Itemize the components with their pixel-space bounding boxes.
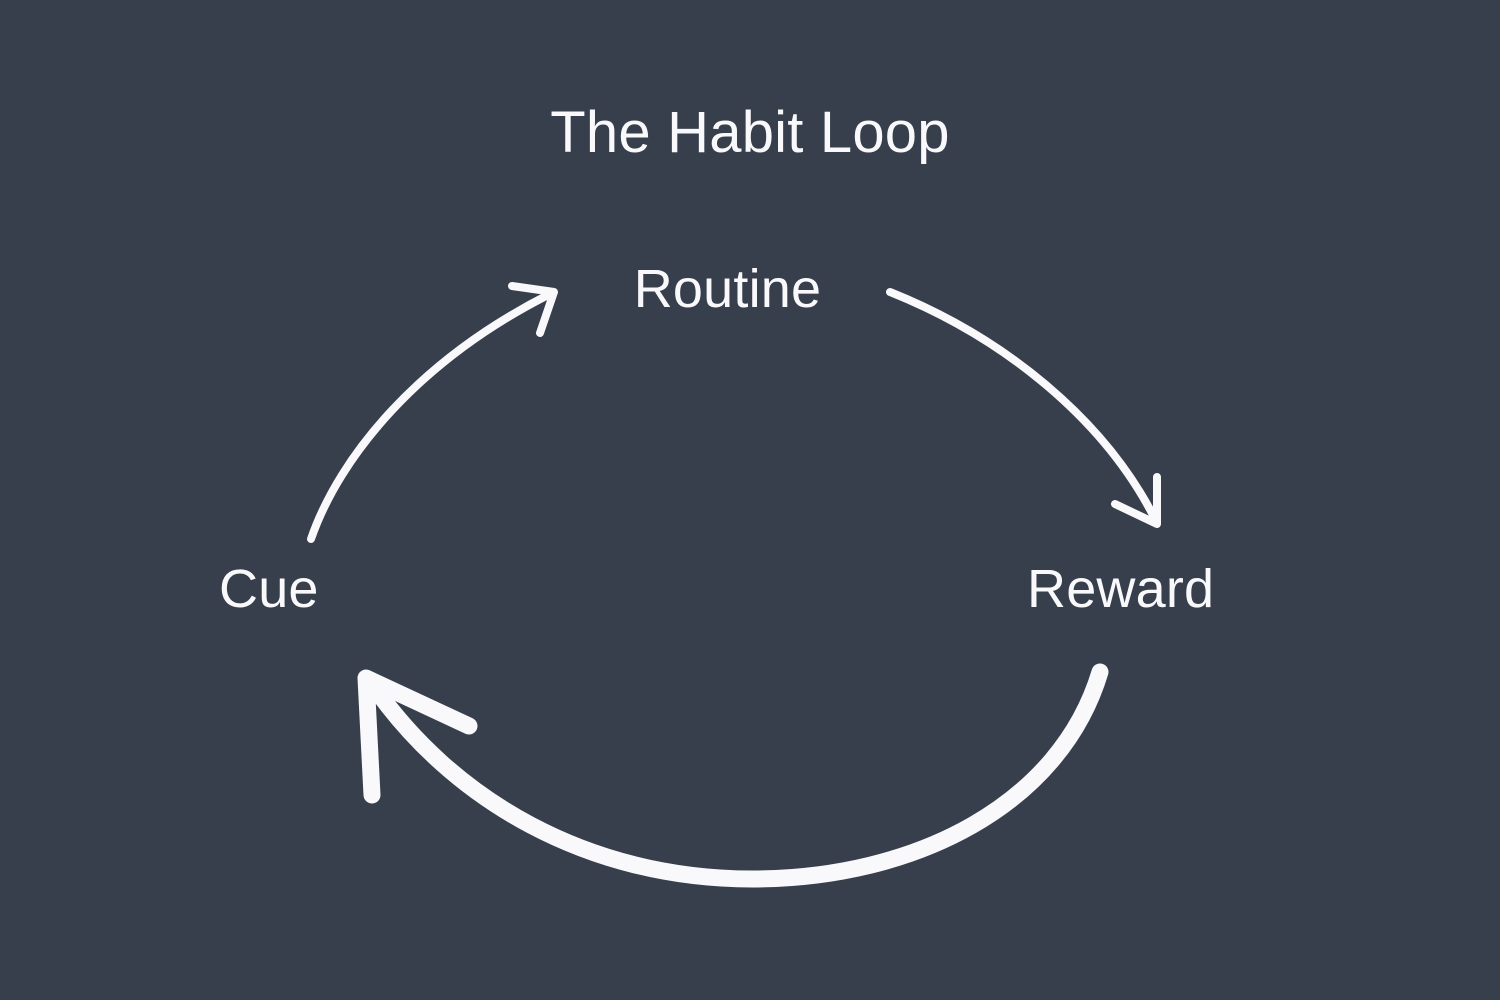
arrow-reward-to-cue-head <box>357 669 478 804</box>
node-label-cue: Cue <box>219 559 319 619</box>
arrow-routine-to-reward-head <box>1111 473 1161 528</box>
arrow-cue-to-routine-head <box>508 282 558 337</box>
arrow-routine-to-reward <box>886 288 1161 528</box>
arrow-reward-to-cue-shaft <box>363 663 1109 888</box>
arrow-cue-to-routine-shaft <box>307 291 552 543</box>
page-title: The Habit Loop <box>550 100 950 165</box>
node-label-reward: Reward <box>1027 559 1215 619</box>
node-label-routine: Routine <box>633 259 822 319</box>
arrow-cue-to-routine <box>307 282 558 543</box>
arrow-reward-to-cue <box>357 663 1109 888</box>
arrow-routine-to-reward-shaft <box>886 288 1159 523</box>
